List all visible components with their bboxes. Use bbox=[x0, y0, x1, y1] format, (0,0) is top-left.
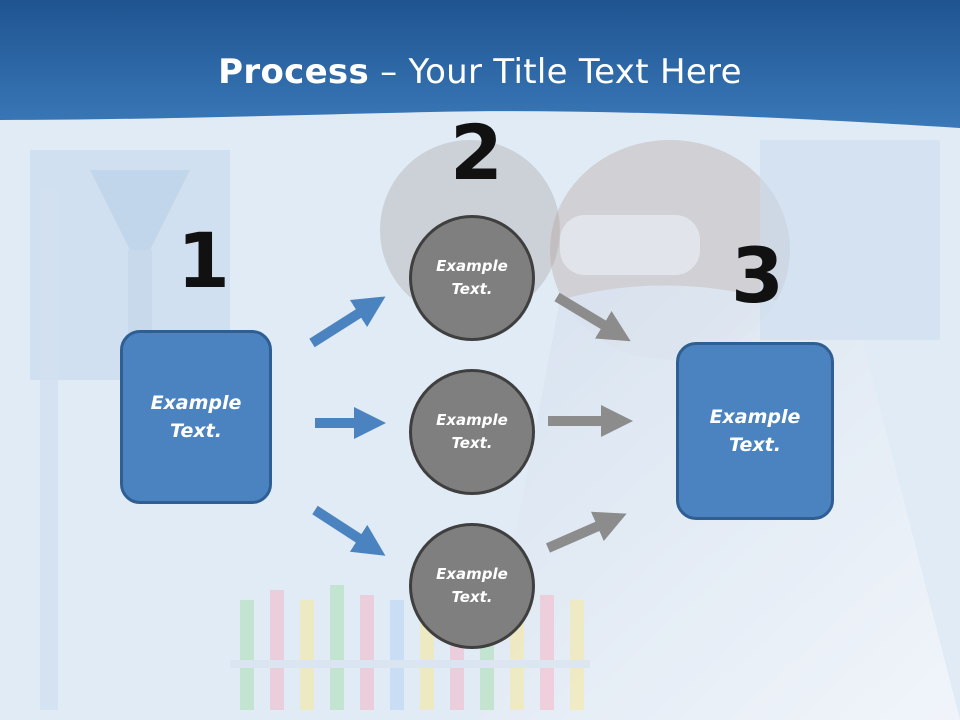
step-1-box-text: Example Text. bbox=[150, 391, 242, 443]
circle-middle[interactable]: Example Text. bbox=[409, 369, 535, 495]
step-3-box[interactable]: Example Text. bbox=[676, 342, 834, 520]
slide-title: Process – Your Title Text Here bbox=[0, 52, 960, 92]
step-number-3: 3 bbox=[731, 231, 784, 320]
circle-top-text: Example Text. bbox=[436, 256, 508, 298]
arrow-blue-down bbox=[312, 505, 386, 556]
circle-top[interactable]: Example Text. bbox=[409, 215, 535, 341]
arrow-gray-up bbox=[545, 511, 627, 553]
step-1-box[interactable]: Example Text. bbox=[120, 330, 272, 504]
arrow-gray-down bbox=[554, 292, 631, 342]
arrow-blue-up bbox=[309, 296, 386, 348]
title-bold: Process bbox=[218, 52, 370, 92]
step-3-box-text: Example Text. bbox=[709, 405, 801, 457]
circle-bottom[interactable]: Example Text. bbox=[409, 523, 535, 649]
title-rest: – Your Title Text Here bbox=[369, 52, 742, 92]
step-number-2: 2 bbox=[450, 108, 503, 197]
circle-middle-text: Example Text. bbox=[436, 410, 508, 452]
circle-bottom-text: Example Text. bbox=[436, 564, 508, 606]
step-number-1: 1 bbox=[177, 216, 230, 305]
